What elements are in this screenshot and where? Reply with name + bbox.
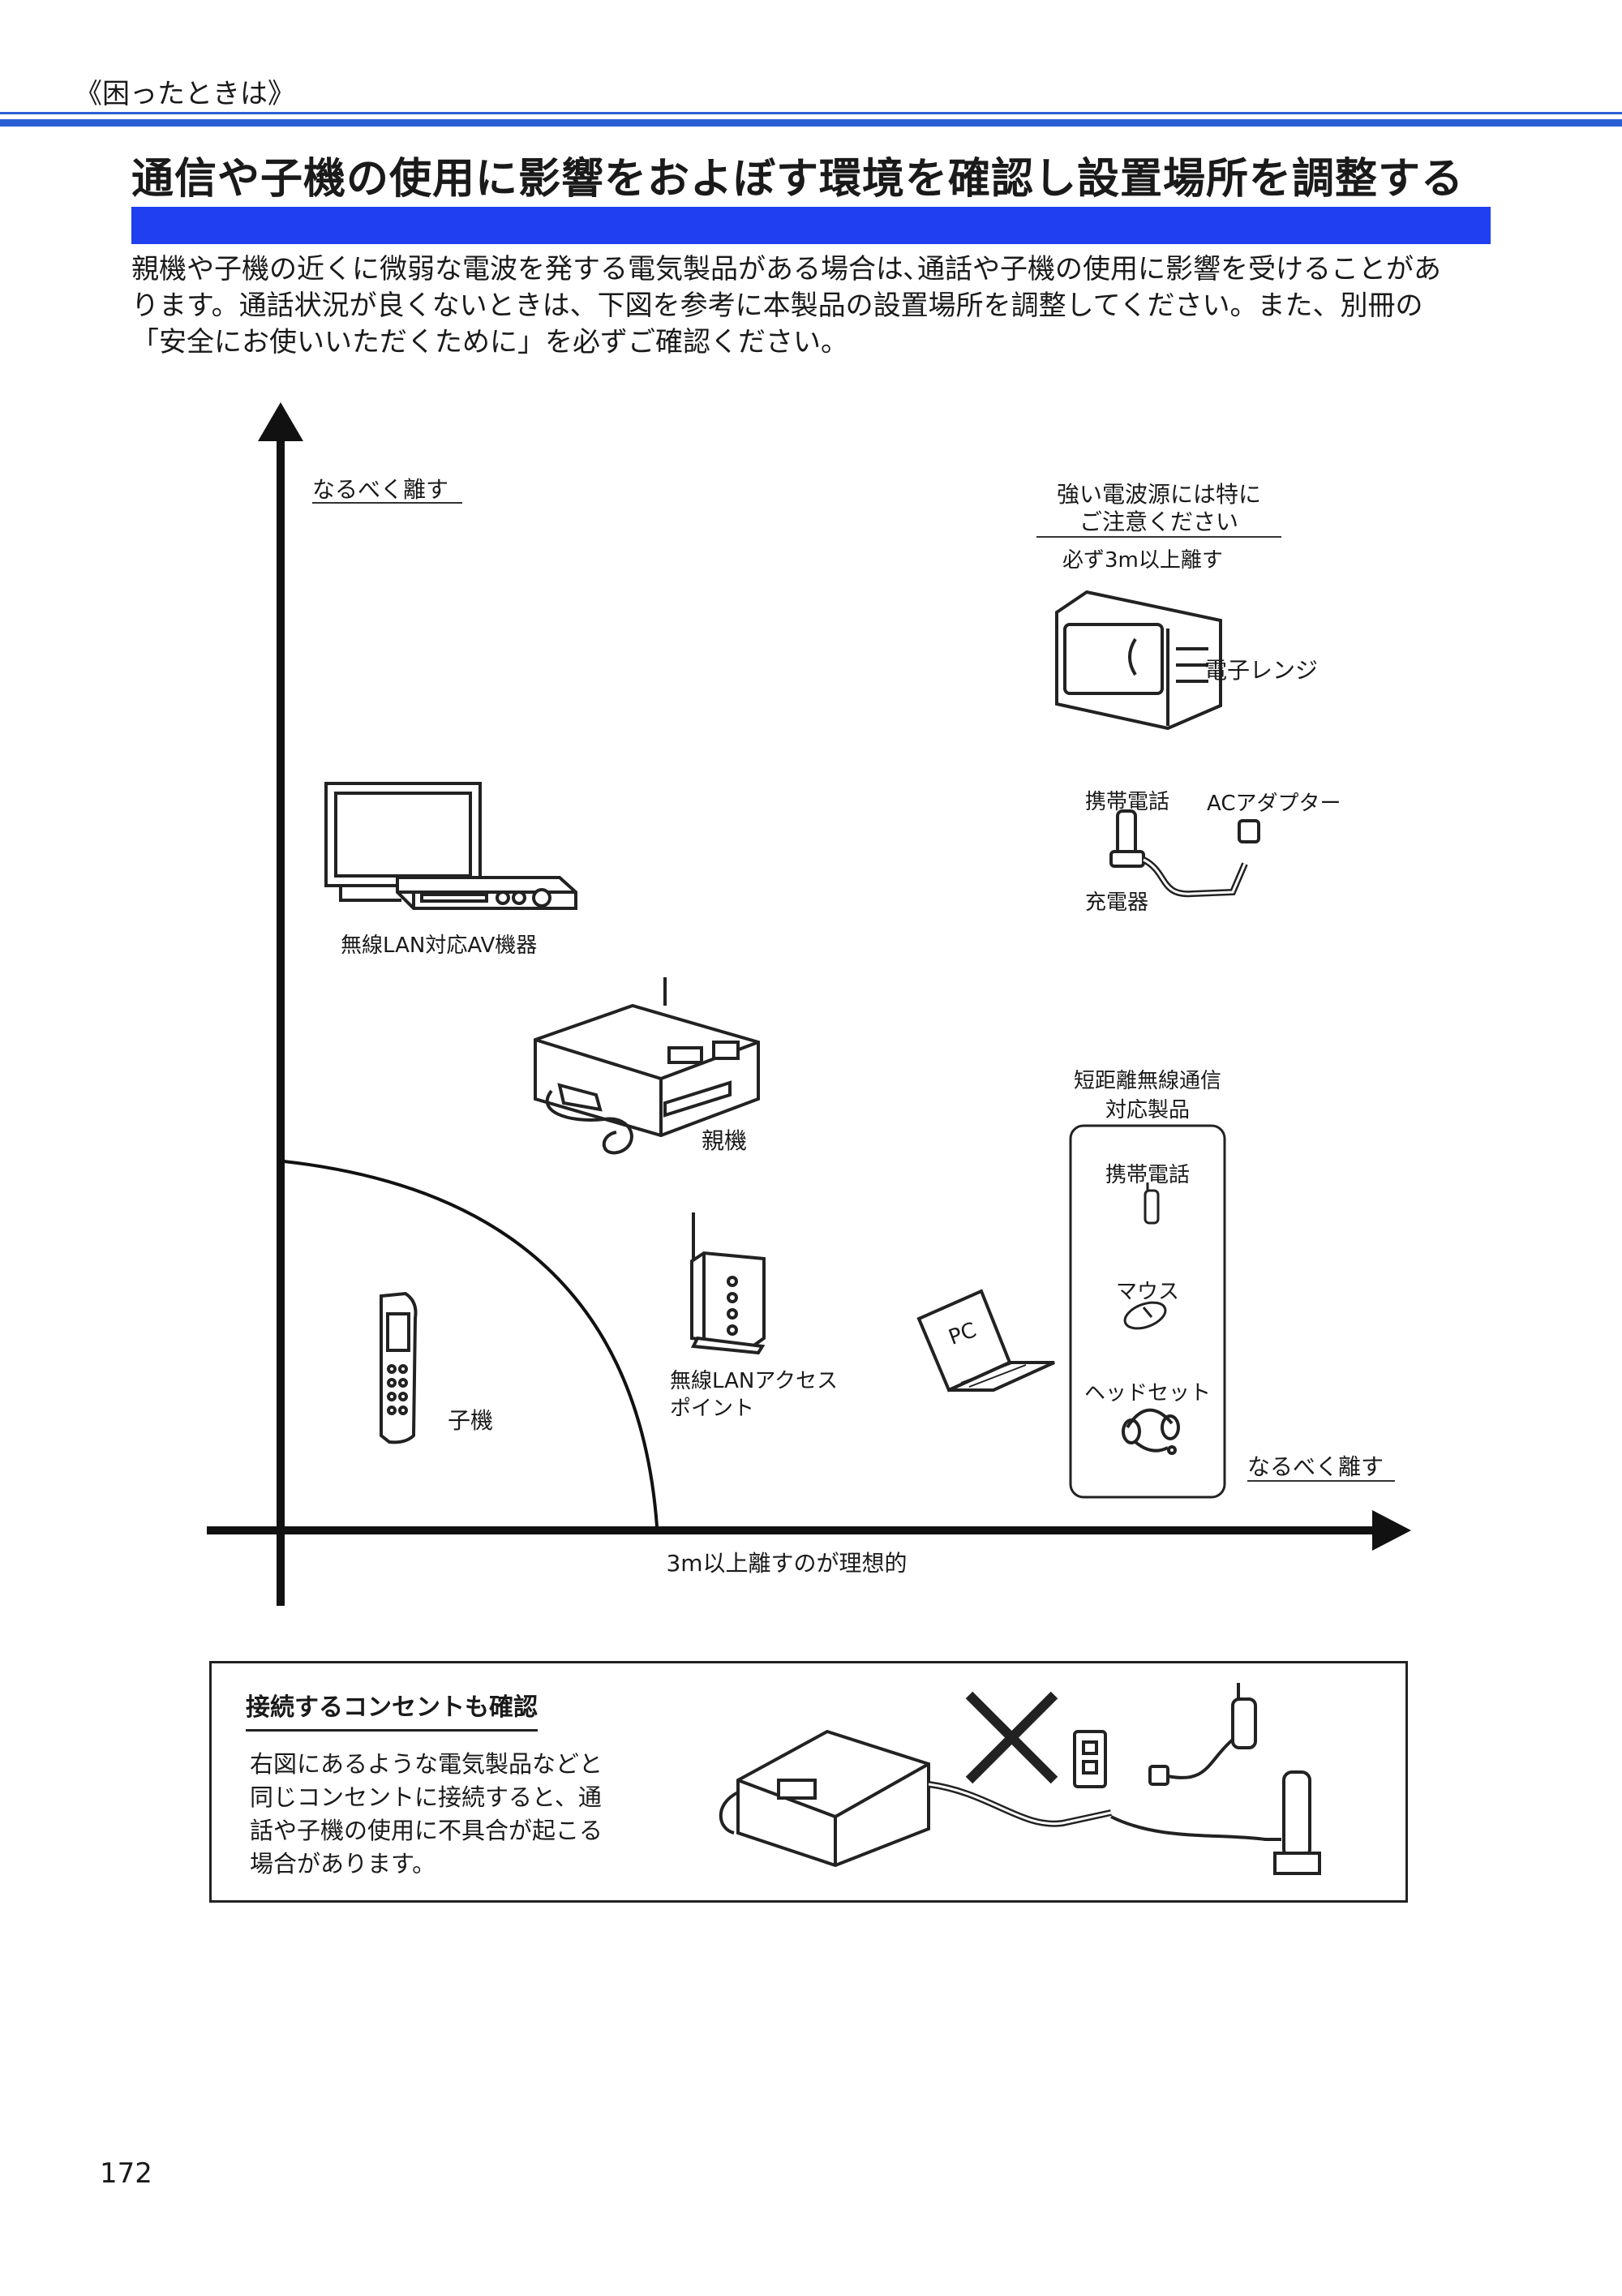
x-axis-caption: 3m以上離すのが理想的	[666, 1550, 908, 1577]
microwave-label: 電子レンジ	[1204, 657, 1319, 684]
base-unit-icon	[534, 977, 760, 1155]
outlet-box-text: 右図にあるような電気製品などと 同じコンセントに接続すると、通 話や子機の使用に…	[250, 1748, 607, 1881]
outlet-line: 同じコンセントに接続すると、通	[250, 1783, 602, 1811]
outlet-line: 話や子機の使用に不具合が起こる	[250, 1817, 603, 1844]
x-axis-label: なるべく離す	[1247, 1453, 1384, 1480]
outlet-check-box	[209, 1661, 1408, 1903]
short-range-label-1: 短距離無線通信	[1073, 1069, 1221, 1093]
short-range-label-2: 対応製品	[1105, 1098, 1190, 1122]
av-device-label: 無線LAN対応AV機器	[341, 933, 538, 958]
access-point-label-1: 無線LANアクセス	[670, 1369, 839, 1393]
header-rule	[0, 112, 1622, 114]
sr-mobile-icon	[1144, 1182, 1160, 1225]
charger-label: 充電器	[1085, 891, 1149, 915]
outlet-line: 右図にあるような電気製品などと	[250, 1750, 603, 1778]
intro-line: 「安全にお使いいただくために」を必ずご確認ください。	[131, 326, 848, 358]
microwave-icon	[1055, 590, 1222, 731]
outlet-box-heading: 接続するコンセントも確認	[246, 1687, 538, 1732]
base-unit-label: 親機	[702, 1127, 748, 1154]
intro-line: 親機や子機の近くに微弱な電波を発する電気製品がある場合は､通話や子機の使用に影響…	[131, 253, 1441, 285]
access-point-label-2: ポイント	[670, 1397, 755, 1421]
handset-label: 子機	[448, 1407, 494, 1434]
intro-text: 親機や子機の近くに微弱な電波を発する電気製品がある場合は､通話や子機の使用に影響…	[131, 251, 1510, 361]
keep-away-note: 必ず3m以上離す	[1062, 548, 1223, 573]
mobile-phone-label: 携帯電話	[1085, 790, 1170, 814]
laptop-icon	[916, 1289, 1055, 1393]
strong-source-note-2: ご注意ください	[1079, 509, 1238, 535]
ac-adapter-label: ACアダプター	[1207, 792, 1341, 816]
av-device-icon	[324, 782, 577, 910]
handset-icon	[380, 1291, 418, 1444]
x-axis	[207, 1510, 1411, 1551]
mouse-icon	[1123, 1301, 1167, 1330]
header-rule-thick	[0, 119, 1622, 127]
outlet-illustration	[719, 1683, 1321, 1875]
sr-mouse-label: マウス	[1115, 1280, 1179, 1304]
sr-headset-label: ヘッドセット	[1083, 1381, 1211, 1405]
mobile-charger-icon	[1109, 809, 1260, 898]
range-arc	[283, 1160, 659, 1527]
section-label: 《困ったときは》	[75, 78, 295, 110]
intro-line: ります。通話状況が良くないときは、下図を参考に本製品の設置場所を調整してください…	[131, 290, 1423, 322]
strong-source-note-1: 強い電波源には特に	[1056, 481, 1261, 508]
access-point-icon	[690, 1212, 766, 1355]
y-axis	[258, 402, 303, 1606]
short-range-box	[1069, 1124, 1226, 1499]
outlet-line: 場合があります。	[250, 1850, 436, 1878]
page-title: 通信や子機の使用に影響をおよぼす環境を確認し設置場所を調整する	[131, 155, 1465, 204]
page-number: 172	[100, 2157, 152, 2190]
title-bar	[131, 207, 1491, 244]
headset-icon	[1122, 1408, 1180, 1455]
sr-mobile-label: 携帯電話	[1105, 1163, 1190, 1187]
y-axis-label: なるべく離す	[312, 476, 449, 503]
